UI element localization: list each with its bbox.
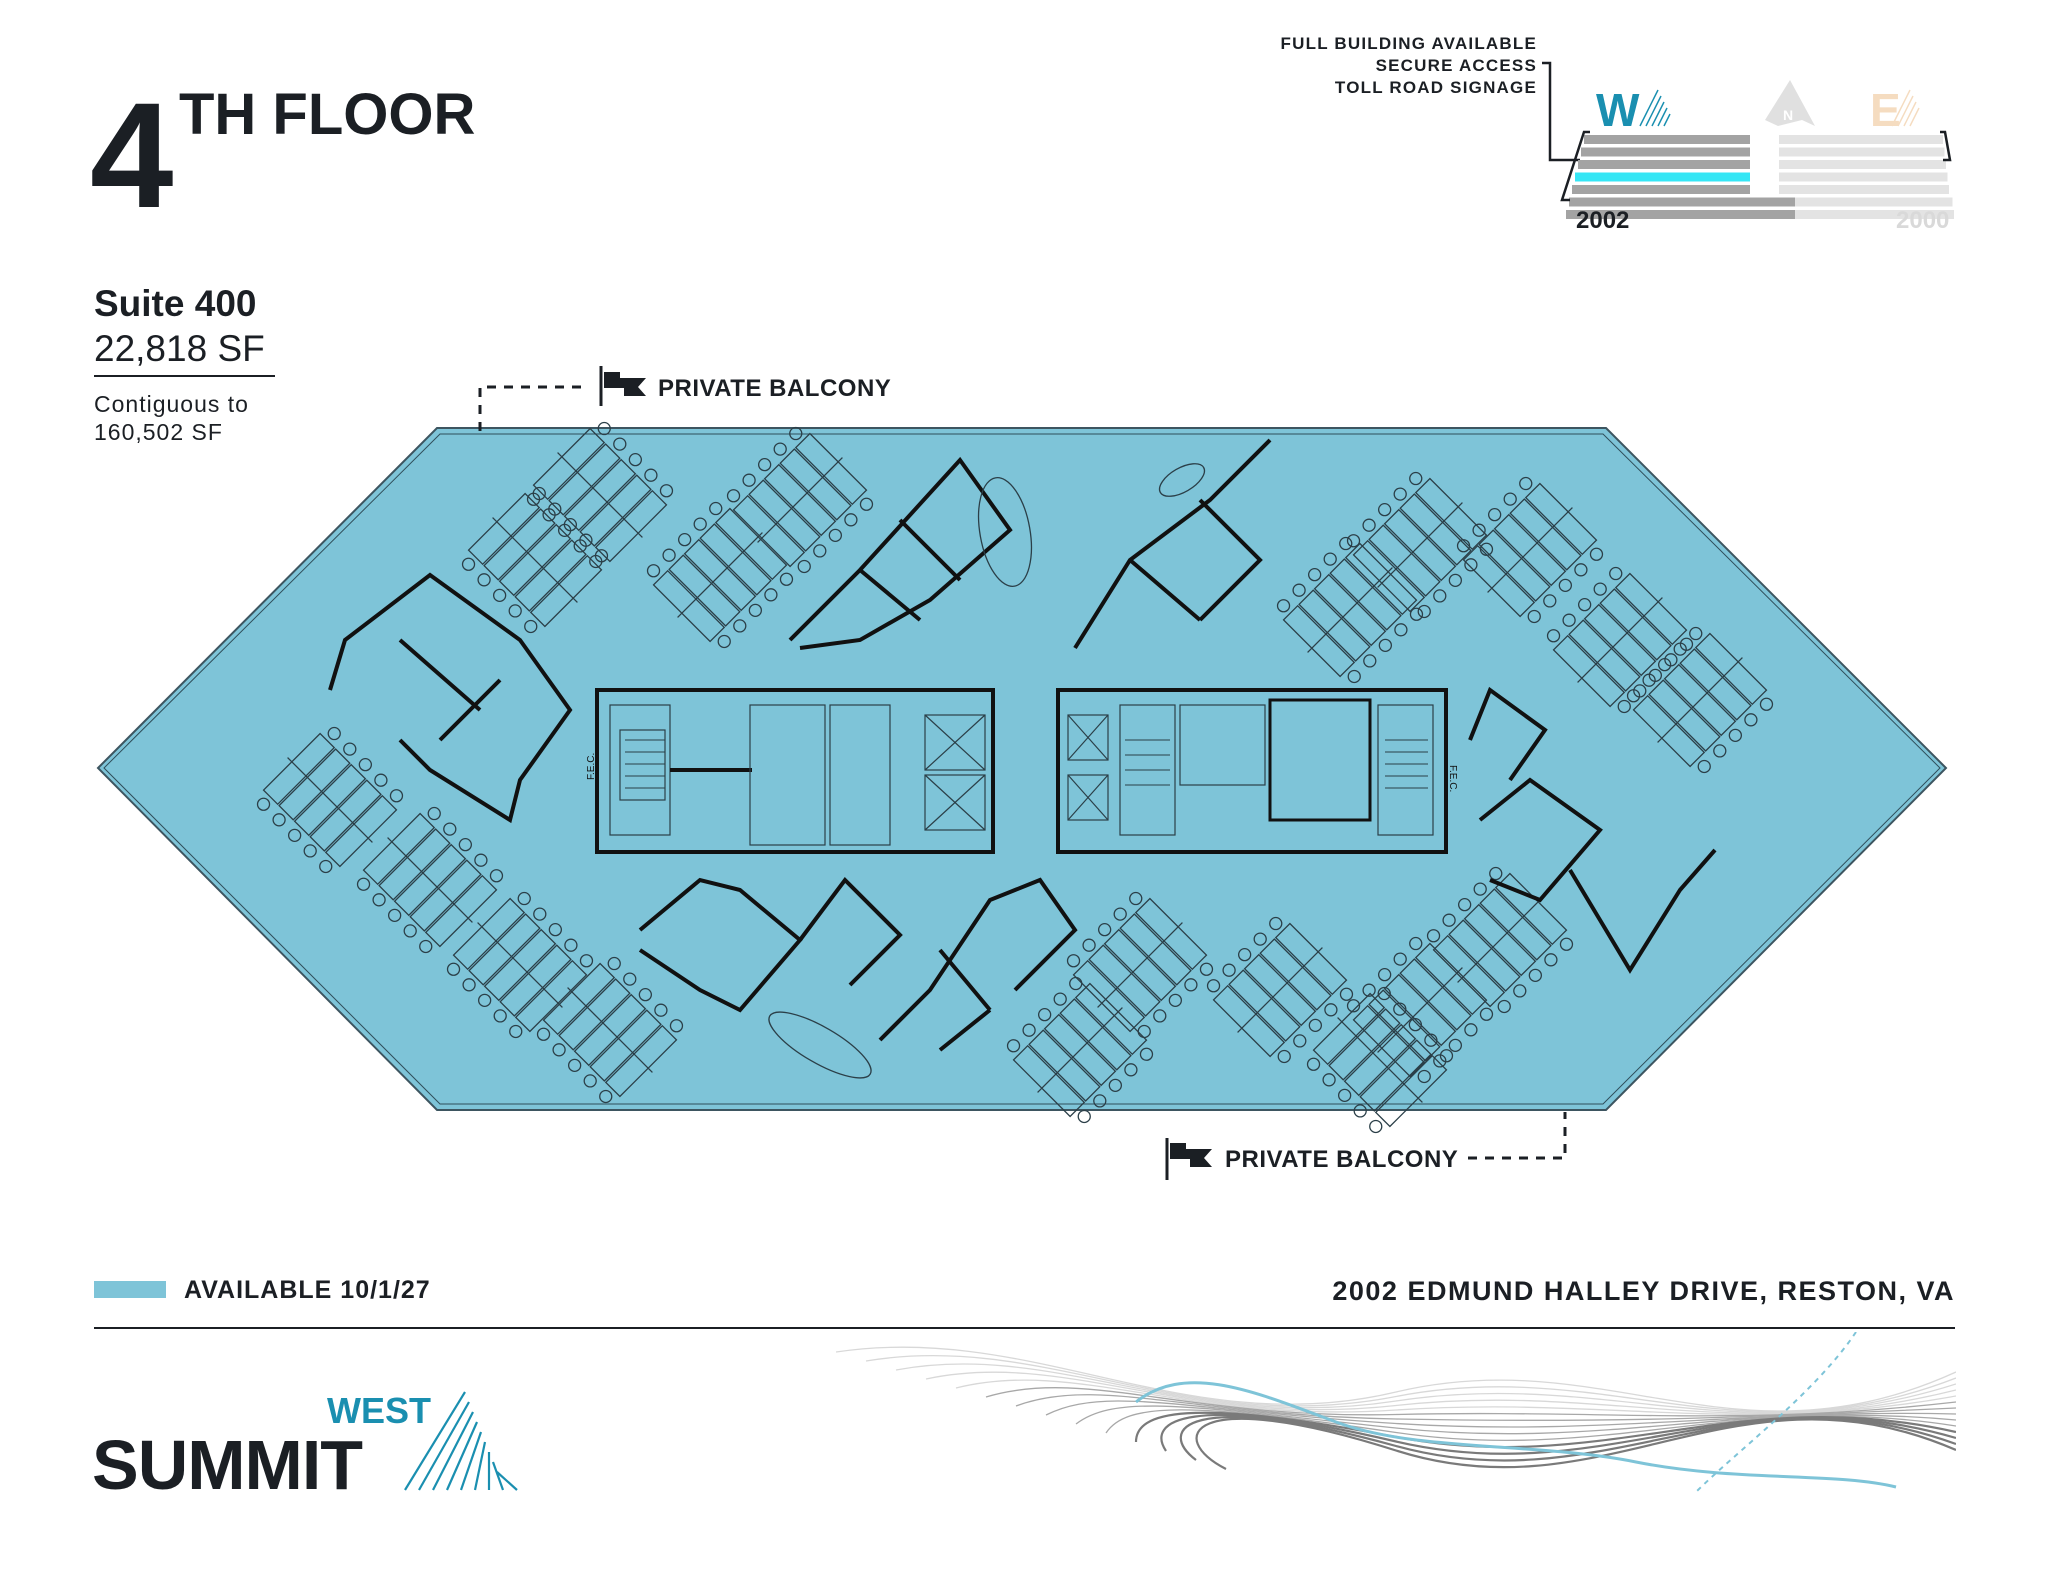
contiguous-line1: Contiguous to [94, 391, 249, 417]
floor-bar-west [1572, 185, 1750, 194]
feature-item: TOLL ROAD SIGNAGE [1334, 78, 1537, 97]
contiguous-note: Contiguous to 160,502 SF [94, 390, 249, 446]
address: 2002 EDMUND HALLEY DRIVE, RESTON, VA [1332, 1276, 1955, 1306]
workstation-cluster [536, 956, 684, 1104]
east-building-number: 2000 [1896, 207, 1949, 234]
building-core [595, 688, 1448, 854]
workstation-cluster [1066, 891, 1214, 1039]
fec-label: F.E.C. [1447, 765, 1458, 792]
suite-name: Suite 400 [94, 283, 257, 324]
floor-bar-west [1584, 135, 1750, 144]
floor-bar-west [1566, 210, 1795, 219]
legend-label: AVAILABLE 10/1/27 [184, 1276, 431, 1304]
floor-bar-east [1779, 172, 1948, 182]
floor-bar-east [1779, 160, 1946, 169]
west-building-number: 2002 [1576, 207, 1629, 234]
workstation-cluster [1626, 626, 1774, 774]
north-arrow-icon [1765, 80, 1815, 126]
balcony-label: PRIVATE BALCONY [658, 375, 891, 402]
feature-bracket [1542, 61, 1580, 162]
workstation-cluster [461, 486, 609, 634]
balcony-top-callout: PRIVATE BALCONY [478, 366, 891, 431]
floor-bar-east [1779, 135, 1943, 144]
floor-bar-west [1578, 160, 1750, 169]
workstation-cluster [256, 726, 404, 874]
workstation-cluster [526, 421, 674, 569]
floor-bar-east [1795, 197, 1953, 207]
floor-bar-west [1581, 147, 1750, 157]
workstation-cluster [726, 426, 874, 574]
logo-summit: SUMMIT [92, 1426, 363, 1504]
floor-bar-east [1779, 147, 1945, 157]
workstation-cluster [1426, 866, 1574, 1014]
logo-hatch-icon [404, 1391, 518, 1491]
feature-item: SECURE ACCESS [1375, 56, 1537, 75]
floor-bar-west [1569, 197, 1795, 207]
feature-item: FULL BUILDING AVAILABLE [1280, 34, 1537, 53]
workstation-cluster [1276, 536, 1424, 684]
floor-plan: PRIVATE BALCONY PRIVATE BALCONY F.E.C. F… [96, 366, 1948, 1180]
footer-divider [94, 1327, 1955, 1329]
west-letter: W [1596, 84, 1640, 136]
fec-label: F.E.C. [586, 753, 597, 780]
east-hatch-icon [1891, 89, 1920, 127]
flag-icon [1170, 1143, 1212, 1167]
floor-number: 4 [90, 71, 173, 239]
workstation-cluster [1346, 936, 1494, 1084]
workstation-cluster [446, 891, 594, 1039]
workstation-cluster [356, 806, 504, 954]
floor-bar-west [1575, 172, 1750, 182]
floor-bar-east [1795, 210, 1954, 219]
west-hatch-icon [1639, 89, 1671, 127]
workstation-cluster [1006, 976, 1154, 1124]
workstation-cluster [1456, 476, 1604, 624]
balcony-label: PRIVATE BALCONY [1225, 1146, 1458, 1173]
available-suite-area[interactable] [96, 427, 1948, 1111]
workstation-cluster [1546, 566, 1694, 714]
floor-bars [1566, 135, 1954, 219]
flag-icon [604, 372, 646, 396]
workstation-cluster [1306, 986, 1454, 1134]
topographic-map [836, 1332, 1956, 1492]
office-walls [328, 438, 1717, 1052]
contiguous-line2: 160,502 SF [94, 419, 223, 445]
balcony-bottom-callout: PRIVATE BALCONY [1165, 1112, 1567, 1180]
workstation-cluster [646, 501, 794, 649]
features-list: FULL BUILDING AVAILABLE SECURE ACCESS TO… [1281, 33, 1537, 99]
floor-bar-east [1779, 185, 1949, 194]
north-letter: N [1783, 107, 1793, 123]
building-key-diagram: W N E 2002 2000 [1542, 61, 1954, 234]
workstation-cluster [1206, 916, 1354, 1064]
legend-swatch [94, 1281, 166, 1298]
floor-title: TH FLOOR [179, 82, 476, 147]
divider [94, 375, 275, 377]
workstation-cluster [1346, 471, 1494, 619]
logo-west: WEST [327, 1390, 431, 1431]
east-letter: E [1870, 84, 1901, 136]
suite-area: 22,818 SF [94, 328, 265, 369]
